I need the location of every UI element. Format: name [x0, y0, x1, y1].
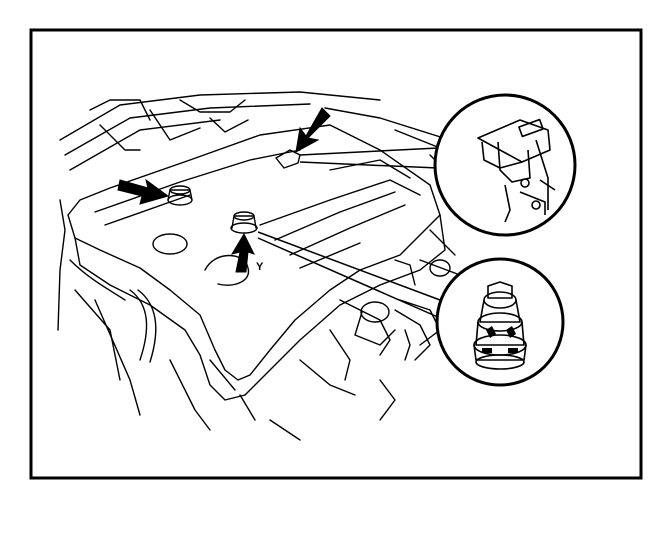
detail-circle-connector	[433, 93, 577, 237]
arrow-center-stud	[230, 232, 255, 273]
engine-bay-illustration	[57, 91, 471, 441]
arrow-connector	[295, 107, 331, 153]
callout-leader-lines	[257, 147, 441, 319]
arrow-icon	[117, 107, 331, 273]
arrow-left-stud	[117, 178, 170, 205]
detail-circle-grommet	[435, 257, 565, 387]
arrow-label-y: Y	[256, 261, 264, 273]
figure-frame	[29, 28, 643, 480]
